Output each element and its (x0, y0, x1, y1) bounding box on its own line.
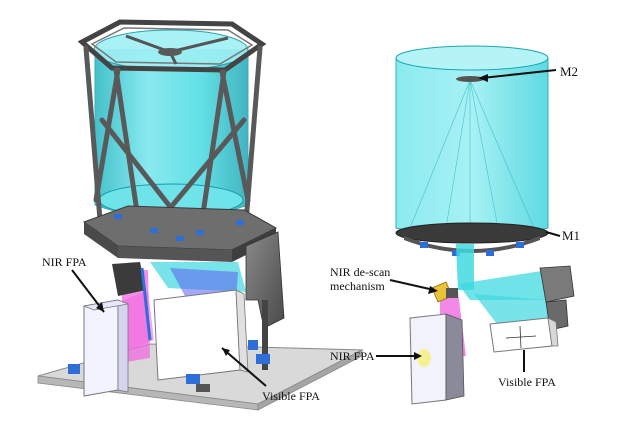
leader-arrow (96, 302, 104, 312)
leader-m2 (481, 69, 557, 79)
nir-descan-label-2: mechanism (330, 279, 385, 293)
leader-visible-fpa-left (221, 347, 267, 387)
secondary-mirror-m2 (456, 76, 484, 82)
top-hex-ring-inner (90, 27, 254, 65)
visible-fpa-right-side (547, 317, 559, 347)
visible-fpa-block-left (153, 289, 241, 381)
descan-base (446, 288, 458, 298)
leader-nir-fpa-left (71, 269, 105, 313)
descan-strut (140, 267, 152, 341)
mirror-mounts (114, 214, 244, 241)
visible-fpa-crosshair (505, 335, 537, 339)
leader-m1 (545, 231, 561, 237)
leader-arrow (414, 352, 422, 360)
m1-mounts (420, 242, 524, 256)
m1-label: M1 (562, 228, 580, 243)
secondary-mirror-left (158, 48, 182, 56)
top-hex-ring (77, 19, 267, 73)
plate-mount-gray (196, 384, 210, 392)
leader-descan (389, 279, 435, 291)
nir-fpa-block-left-top (82, 299, 130, 311)
cyan-beam-right (456, 244, 474, 290)
visible-fpa-right-label: Visible FPA (498, 375, 556, 389)
visible-fpa-block-left-side (235, 289, 249, 373)
nir-fpa-right-side (445, 313, 465, 401)
plate-mounts (68, 340, 258, 384)
nir-mirror (112, 262, 146, 296)
right-assembly: M2 M1 NIR de-scan mechanism NIR FPA Visi… (330, 45, 580, 405)
support-leg (262, 300, 268, 370)
nir-fpa-right-label: NIR FPA (330, 349, 375, 363)
nir-detector (417, 349, 431, 367)
optical-bench-side (118, 246, 232, 262)
nir-fpa-block-left (83, 299, 119, 397)
support-foot (256, 354, 270, 364)
visible-fpa-crosshair (519, 325, 522, 349)
nir-fpa-left-label: NIR FPA (42, 255, 87, 269)
primary-mirror-m1-back (404, 236, 540, 253)
base-plate-edge-right (257, 349, 363, 411)
leader-arrow (478, 74, 488, 82)
primary-mirror-m1 (395, 222, 549, 244)
optical-bench-side (84, 222, 118, 258)
leader-arrow (222, 348, 230, 356)
nir-fpa-block-left-side (117, 299, 129, 393)
cyan-fold-beam (458, 270, 556, 300)
m2-label: M2 (560, 64, 578, 79)
baffle-tube-right-top (395, 45, 549, 71)
relay-optics-box (539, 265, 575, 303)
leader-arrow (428, 286, 438, 294)
nir-descan-label: NIR de-scan (330, 265, 390, 279)
left-assembly: NIR FPA Visible FPA (37, 19, 364, 411)
ray-lines (409, 79, 535, 240)
visible-fpa-left-label: Visible FPA (262, 389, 320, 403)
